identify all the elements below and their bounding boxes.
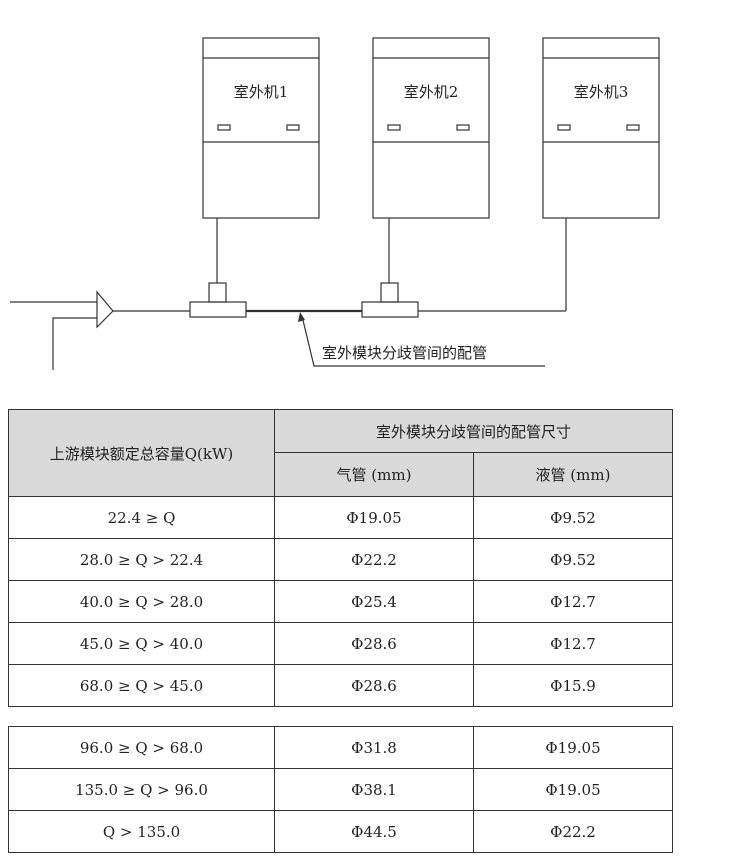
table-row: 40.0 ≥ Q > 28.0 Φ25.4 Φ12.7: [8, 580, 673, 623]
pipe-size-table-continued: 96.0 ≥ Q > 68.0 Φ31.8 Φ19.05 135.0 ≥ Q >…: [8, 726, 673, 853]
header-capacity: 上游模块额定总容量Q(kW): [8, 409, 275, 497]
header-liquid: 液管 (mm): [473, 452, 673, 497]
cell-gas: Φ28.6: [274, 664, 474, 707]
table-header-row: 上游模块额定总容量Q(kW) 室外模块分歧管间的配管尺寸: [8, 409, 673, 497]
cell-gas: Φ19.05: [274, 496, 474, 539]
table-row: 22.4 ≥ Q Φ19.05 Φ9.52: [8, 496, 673, 539]
cell-gas: Φ28.6: [274, 622, 474, 665]
table-row: 28.0 ≥ Q > 22.4 Φ22.2 Φ9.52: [8, 538, 673, 581]
unit-label-3: 室外机3: [574, 83, 629, 101]
cell-gas: Φ44.5: [274, 810, 474, 853]
cell-range: 68.0 ≥ Q > 45.0: [8, 664, 275, 707]
branch-tee-1: [189, 282, 247, 318]
cell-range: Q > 135.0: [8, 810, 275, 853]
cell-gas: Φ25.4: [274, 580, 474, 623]
outdoor-unit-3: [542, 37, 660, 219]
cell-liquid: Φ12.7: [473, 622, 673, 665]
cell-liquid: Φ12.7: [473, 580, 673, 623]
cell-range: 40.0 ≥ Q > 28.0: [8, 580, 275, 623]
table-row: 68.0 ≥ Q > 45.0 Φ28.6 Φ15.9: [8, 664, 673, 707]
unit-label-2: 室外机2: [404, 83, 459, 101]
reducer-arrow-icon: [96, 290, 114, 329]
table-subheader-row: 气管 (mm) 液管 (mm): [9, 452, 673, 497]
cell-range: 45.0 ≥ Q > 40.0: [8, 622, 275, 665]
cell-liquid: Φ9.52: [473, 496, 673, 539]
branch-tee-2: [361, 282, 419, 318]
table-row: 135.0 ≥ Q > 96.0 Φ38.1 Φ19.05: [8, 768, 673, 811]
header-pipe-size: 室外模块分歧管间的配管尺寸: [274, 409, 673, 453]
header-gas: 气管 (mm): [274, 452, 474, 497]
cell-liquid: Φ22.2: [473, 810, 673, 853]
cell-range: 135.0 ≥ Q > 96.0: [8, 768, 275, 811]
cell-gas: Φ22.2: [274, 538, 474, 581]
cell-range: 96.0 ≥ Q > 68.0: [8, 726, 275, 769]
cell-range: 22.4 ≥ Q: [8, 496, 275, 539]
callout-label: 室外模块分歧管间的配管: [322, 344, 487, 362]
table-row: 96.0 ≥ Q > 68.0 Φ31.8 Φ19.05: [8, 726, 673, 769]
outdoor-unit-1: [202, 37, 320, 219]
cell-gas: Φ38.1: [274, 768, 474, 811]
table-row: Q > 135.0 Φ44.5 Φ22.2: [8, 810, 673, 853]
outdoor-unit-2: [372, 37, 490, 219]
unit-label-1: 室外机1: [234, 83, 289, 101]
pipe-size-table: 上游模块额定总容量Q(kW) 室外模块分歧管间的配管尺寸 气管 (mm) 液管 …: [8, 409, 673, 707]
cell-gas: Φ31.8: [274, 726, 474, 769]
cell-liquid: Φ19.05: [473, 726, 673, 769]
cell-liquid: Φ9.52: [473, 538, 673, 581]
cell-liquid: Φ19.05: [473, 768, 673, 811]
cell-liquid: Φ15.9: [473, 664, 673, 707]
cell-range: 28.0 ≥ Q > 22.4: [8, 538, 275, 581]
table-row: 45.0 ≥ Q > 40.0 Φ28.6 Φ12.7: [8, 622, 673, 665]
piping-diagram: 室外机1 室外机2 室外机3 室外模块分歧管间的配管: [10, 37, 660, 370]
